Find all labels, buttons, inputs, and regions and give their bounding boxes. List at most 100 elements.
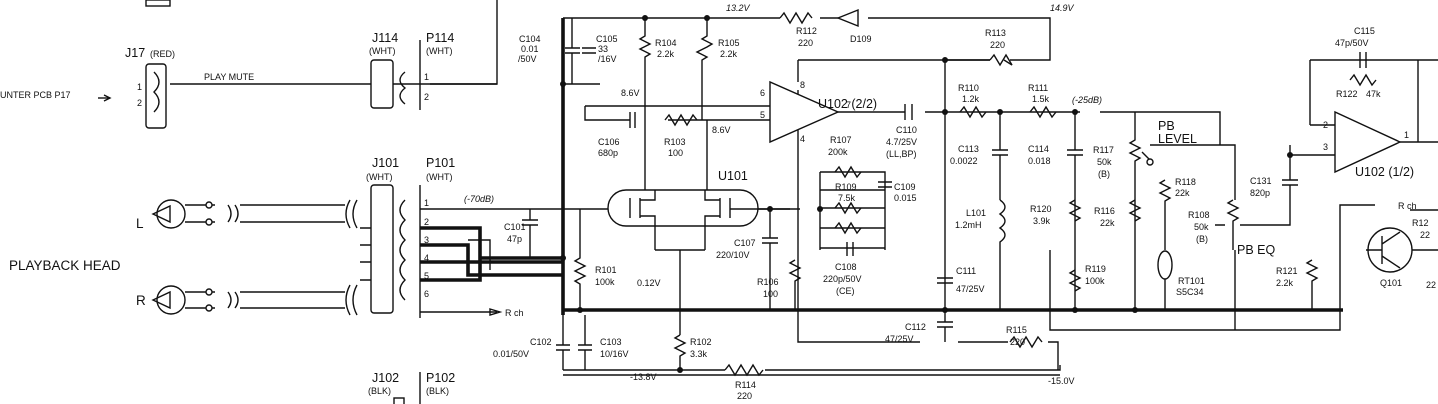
c110-note: (LL,BP) [886,149,917,159]
r114-value: 220 [737,391,752,401]
c106-value: 680p [598,148,618,158]
r106-resistor [788,259,802,310]
c111-capacitor [937,277,953,284]
r110-resistor [959,105,987,119]
c115-capacitor [1359,52,1367,68]
u102-1-pin-3: 3 [1323,142,1328,152]
j102-note: (BLK) [368,386,391,396]
r103-label: R103 [664,137,686,147]
left-head-symbol [151,199,358,229]
c112-label: C112 [905,322,926,332]
l101-label: L101 [966,208,986,218]
right-channel-label: R [136,293,146,308]
c109-capacitor [878,181,892,188]
r111-value: 1.5k [1032,94,1050,104]
j101-note: (WHT) [366,172,393,182]
j102-label: J102 [372,371,399,385]
c115-value: 47p/50V [1335,38,1369,48]
c111-label: C111 [956,266,976,276]
voltage-0-12v: 0.12V [637,278,661,288]
rch-input-label: R ch [1398,201,1417,211]
rail-label-neg15v: -15.0V [1048,376,1075,386]
r102-resistor [673,334,687,370]
r123-partial-value: 22 [1420,230,1430,240]
c108-note: (CE) [836,286,855,296]
u102-2-label: U102 (2/2) [818,97,877,111]
c107-value: 220/10V [716,250,750,260]
pb-level-label-1: PB [1158,119,1175,133]
r110-value: 1.2k [962,94,980,104]
r111-resistor [1029,105,1057,119]
r112-value: 220 [798,38,813,48]
rch-output-label: R ch [505,308,524,318]
r108-note: (B) [1196,234,1208,244]
j17-connector [145,63,167,129]
p101-pin-shape [399,199,406,301]
r104-label: R104 [655,38,677,48]
c109-value: 0.015 [894,193,917,203]
r107-resistor [834,165,862,179]
r101-label: R101 [595,265,617,275]
p101-pin-5: 5 [424,271,429,281]
r102-value: 3.3k [690,349,708,359]
u102-2-pin-5: 5 [760,110,765,120]
c103-capacitor [578,315,592,370]
j17-note: (RED) [150,49,175,59]
r115-label: R115 [1006,325,1027,335]
c101-value: 47p [507,234,522,244]
c131-value: 820p [1250,188,1270,198]
r116-label: R116 [1094,206,1115,216]
j17-pin-2: 2 [137,98,142,108]
j114-connector [370,59,394,109]
d109-label: D109 [850,34,872,44]
r120-label: R120 [1030,204,1052,214]
r107-label: R107 [830,135,852,145]
p114-pin-shape [399,71,407,105]
u102-1-opamp [1334,110,1402,174]
r112-resistor [779,11,813,25]
voltage-8-6v-b: 8.6V [712,125,731,135]
c112-capacitor [937,310,953,342]
r107-value: 200k [828,147,848,157]
r108-value: 50k [1194,222,1209,232]
c110-capacitor [904,104,913,120]
r-ll-resistor [834,221,862,235]
c110-label: C110 [896,125,917,135]
r121-resistor [1305,259,1319,310]
pb-level-label-2: LEVEL [1158,132,1197,146]
c131-capacitor [1240,145,1298,226]
l101-inductor [998,199,1006,310]
j101-label: J101 [372,156,399,170]
r105-label: R105 [718,38,740,48]
u102-2-pin-8: 8 [800,80,805,90]
p102-note: (BLK) [426,386,449,396]
j114-label: J114 [372,31,398,45]
u102-1-pin-2: 2 [1323,120,1328,130]
c103-value: 10/16V [600,349,629,359]
p114-pin-2: 2 [424,92,429,102]
d109-diode [836,8,859,28]
c114-value: 0.018 [1028,156,1051,166]
j17-pin-shape [153,71,160,113]
play-mute-label: PLAY MUTE [204,72,254,82]
c108-capacitor [846,242,854,256]
r108-potentiometer [1215,199,1240,250]
c108-label: C108 [835,262,857,272]
r119-value: 100k [1085,276,1105,286]
p101-label: P101 [426,156,455,170]
u102-1-pin-1: 1 [1404,130,1409,140]
r117-note: (B) [1098,169,1110,179]
r114-label: R114 [735,380,756,390]
r109-label: R109 [835,182,857,192]
r109-resistor [834,201,862,215]
r120-resistor [1068,199,1082,222]
p101-note: (WHT) [426,172,453,182]
j17-label: J17 [125,46,145,60]
p101-pin-3: 3 [424,235,429,245]
r118-resistor [1158,179,1172,250]
c105-value: 33 [598,44,608,54]
c103-label: C103 [600,337,622,347]
c110-value: 4.7/25V [886,137,917,147]
r113-resistor [989,53,1013,67]
